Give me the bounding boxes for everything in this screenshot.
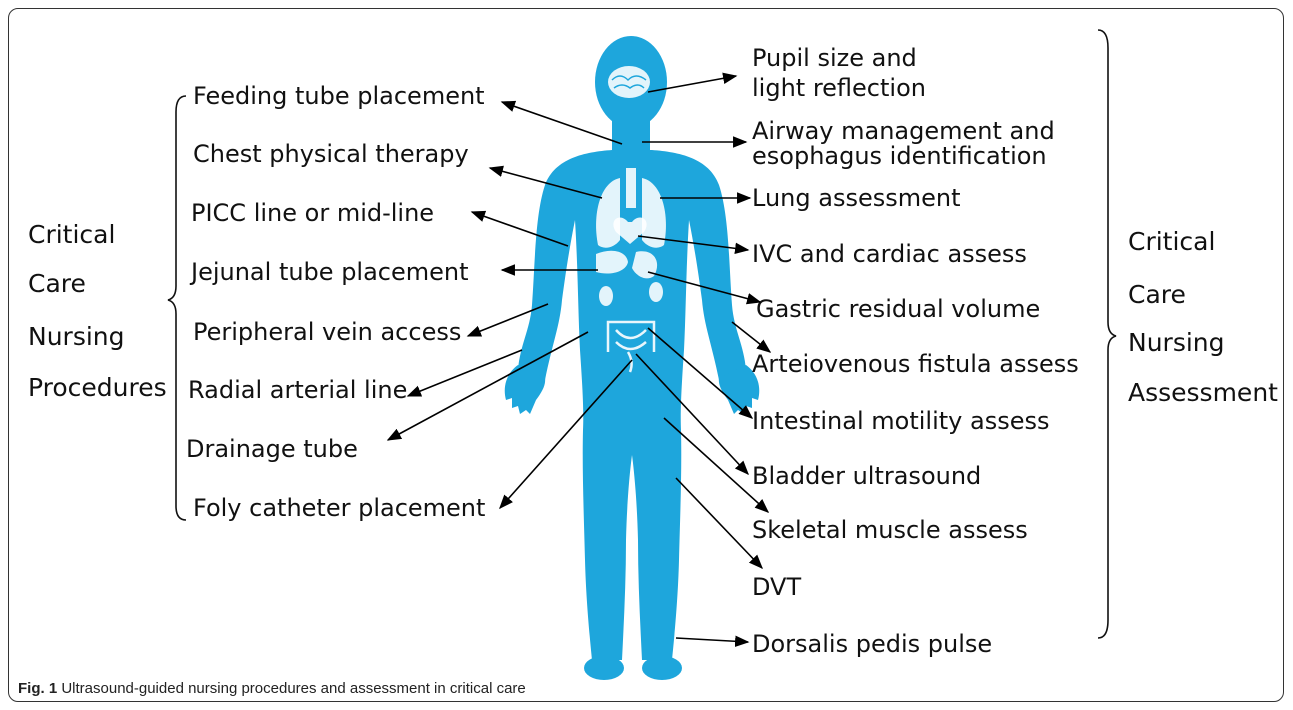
right-title-line-2: Care <box>1128 280 1186 309</box>
left-title-line-4: Procedures <box>28 373 167 402</box>
label-skeletal-muscle-assess: Skeletal muscle assess <box>752 516 1028 544</box>
left-group-title: Critical Care Nursing Procedures <box>28 220 167 402</box>
label-foly-catheter-placement: Foly catheter placement <box>193 494 485 522</box>
label-feeding-tube-placement: Feeding tube placement <box>193 82 485 110</box>
label-airway-line-1: Airway management and <box>752 117 1055 145</box>
label-jejunal-tube-placement: Jejunal tube placement <box>189 258 469 286</box>
left-title-line-1: Critical <box>28 220 115 249</box>
label-picc-line: PICC line or mid-line <box>191 199 434 227</box>
left-foot-shape <box>584 656 624 680</box>
label-pupil-size-line-2: light reflection <box>752 74 926 102</box>
right-title-line-4: Assessment <box>1128 378 1278 407</box>
label-dvt: DVT <box>752 573 801 601</box>
caption-label: Fig. 1 <box>18 680 57 697</box>
label-lung-assessment: Lung assessment <box>752 184 961 212</box>
caption-text: Ultrasound-guided nursing procedures and… <box>57 680 526 697</box>
right-title-line-3: Nursing <box>1128 328 1225 357</box>
right-assessment-labels: Pupil size and light reflection Airway m… <box>752 44 1079 658</box>
left-procedure-labels: Feeding tube placement Chest physical th… <box>186 82 485 522</box>
brain-icon <box>608 66 650 98</box>
right-group-title: Critical Care Nursing Assessment <box>1128 227 1278 407</box>
arrow-dorsalis-pedis <box>676 638 748 642</box>
right-foot-shape <box>642 656 682 680</box>
label-airway-line-2: esophagus identification <box>752 142 1047 170</box>
left-brace <box>168 96 186 520</box>
label-pupil-size-line-1: Pupil size and <box>752 44 917 72</box>
arrow-drainage-tube <box>388 332 588 440</box>
label-arteiovenous-fistula-assess: Arteiovenous fistula assess <box>752 350 1079 378</box>
figure-caption: Fig. 1 Ultrasound-guided nursing procedu… <box>18 680 526 697</box>
left-title-line-3: Nursing <box>28 322 125 351</box>
label-bladder-ultrasound: Bladder ultrasound <box>752 462 981 490</box>
right-title-line-1: Critical <box>1128 227 1215 256</box>
arrow-dvt <box>676 478 762 568</box>
left-title-line-2: Care <box>28 269 86 298</box>
right-brace <box>1098 30 1116 638</box>
label-chest-physical-therapy: Chest physical therapy <box>193 140 469 168</box>
label-peripheral-vein-access: Peripheral vein access <box>193 318 461 346</box>
label-dorsalis-pedis-pulse: Dorsalis pedis pulse <box>752 630 992 658</box>
label-ivc-cardiac-assess: IVC and cardiac assess <box>752 240 1027 268</box>
label-gastric-residual-volume: Gastric residual volume <box>756 295 1040 323</box>
label-intestinal-motility-assess: Intestinal motility assess <box>752 407 1049 435</box>
label-radial-arterial-line: Radial arterial line <box>188 376 407 404</box>
label-drainage-tube: Drainage tube <box>186 435 358 463</box>
